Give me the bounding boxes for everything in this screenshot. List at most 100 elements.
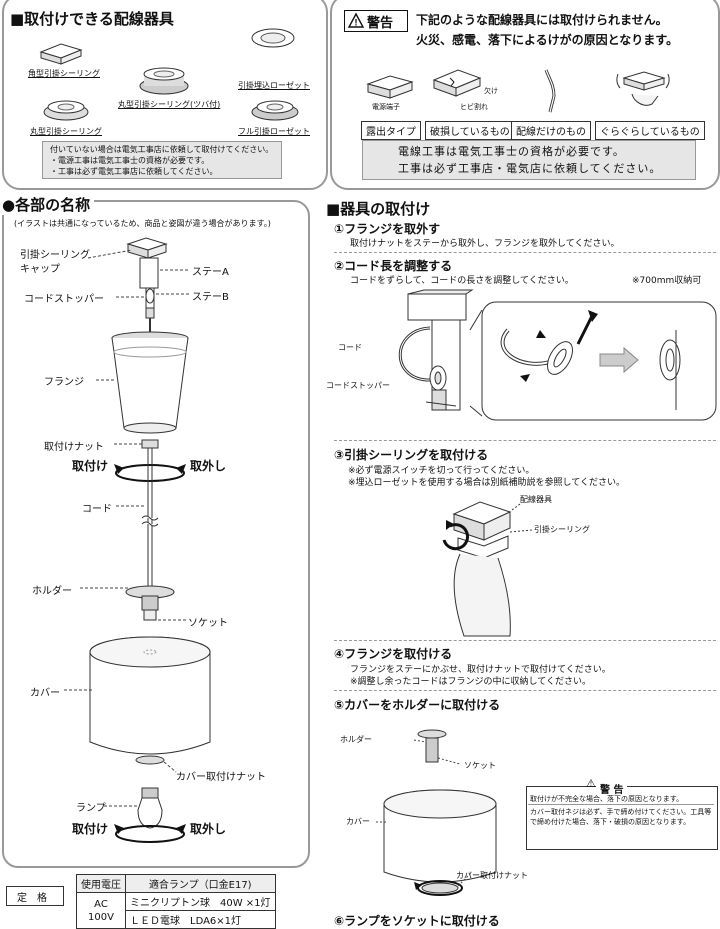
warning-note-box bbox=[362, 140, 696, 180]
spec-label: 定 格 bbox=[6, 886, 64, 906]
warning-badge-text: 警告 bbox=[367, 16, 394, 31]
step-5-label-cover: カバー bbox=[346, 817, 370, 826]
step-5-label-cover-nut: カバー取付けナット bbox=[456, 871, 528, 880]
fixtures-note-3: ・工事は必ず電気工事店に依頼してください。 bbox=[50, 167, 218, 176]
label-flange: フランジ bbox=[44, 377, 84, 388]
step-5-warning-line bbox=[528, 804, 714, 805]
ceiling-attach-illustration bbox=[442, 501, 533, 637]
warning-tag-1: 露出タイプ bbox=[361, 121, 421, 140]
label-nut: 取付けナット bbox=[44, 442, 104, 453]
label-socket: ソケット bbox=[188, 618, 228, 629]
warning-tag-4: ぐらぐらしているもの bbox=[595, 121, 705, 140]
svg-text:!: ! bbox=[355, 18, 358, 28]
step-5-label-holder: ホルダー bbox=[340, 735, 372, 744]
install-title: ■器具の取付け bbox=[326, 200, 431, 218]
divider-3 bbox=[334, 640, 716, 641]
step-3-title: ③引掛シーリングを取付ける bbox=[334, 448, 489, 462]
exposed-type-illustration bbox=[366, 75, 414, 99]
spec-voltage-1: AC bbox=[94, 898, 108, 910]
warning-triangle-icon: ! bbox=[347, 12, 365, 28]
step-2-label-stopper: コードストッパー bbox=[326, 381, 390, 390]
step-5-warning-icon: ⚠ bbox=[586, 777, 596, 790]
spec-lamp-1: ミニクリプトン球 40W ×1灯 bbox=[125, 892, 276, 911]
parts-assembly-illustration bbox=[64, 237, 211, 843]
spec-header-voltage: 使用電圧 bbox=[76, 874, 126, 893]
divider-1 bbox=[334, 252, 716, 253]
step-5-title: ⑤カバーをホルダーに取付ける bbox=[334, 698, 501, 712]
warning-text-2: 火災、感電、落下によるけがの原因となります。 bbox=[416, 33, 679, 47]
label-attach-2: 取付け bbox=[72, 822, 109, 836]
warning-badge: ! 警告 bbox=[344, 10, 408, 32]
label-cover: カバー bbox=[30, 688, 60, 699]
warning-note-2: 工事は必ず工事店・電気店に依頼してください。 bbox=[398, 162, 662, 175]
fixture-label-2: 丸型引掛シーリング(ツバ付) bbox=[118, 100, 221, 109]
step-5-label-socket: ソケット bbox=[464, 761, 496, 770]
warning-tag-3: 配線だけのもの bbox=[511, 121, 591, 140]
step-5-warning-title-wrap: ⚠ 警 告 bbox=[586, 777, 628, 796]
step-1-title: ①フランジを取外す bbox=[334, 222, 441, 236]
step-4-desc-1: フランジをステーにかぶせ、取付けナットで取付けてください。 bbox=[350, 665, 611, 675]
step-2-label-cord: コード bbox=[338, 343, 362, 352]
spec-header-lamp: 適合ランプ（口金E17) bbox=[125, 874, 276, 893]
step-3-label-fixture: 配線器具 bbox=[520, 495, 552, 504]
fixtures-title: ■取付けできる配線器具 bbox=[10, 10, 174, 28]
spec-lamp-2: ＬＥＤ電球 LDA6×1灯 bbox=[125, 910, 276, 929]
fixtures-note-2: ・電源工事は電気工事士の資格が必要です。 bbox=[50, 156, 210, 165]
warning-part-label-3: ヒビ割れ bbox=[460, 103, 488, 111]
embedded-rosette-illustration bbox=[251, 28, 295, 48]
fixture-label-1: 角型引掛シーリング bbox=[28, 69, 100, 78]
step-2-title: ②コード長を調整する bbox=[334, 259, 453, 273]
wobbly-fixture-illustration bbox=[616, 71, 670, 106]
step-4-title: ④フランジを取付ける bbox=[334, 647, 453, 661]
parts-subtitle: (イラストは共通になっているため、商品と姿図が違う場合があります。) bbox=[14, 219, 271, 228]
label-attach: 取付け bbox=[72, 459, 109, 473]
spec-voltage-cell: AC 100V bbox=[76, 892, 126, 929]
step-3-label-ceiling: 引掛シーリング bbox=[534, 525, 590, 534]
step-3-note-1: ※必ず電源スイッチを切って行ってください。 bbox=[348, 466, 535, 476]
fixtures-note-box bbox=[42, 141, 282, 179]
warning-text-1: 下記のような配線器具には取付けられません。 bbox=[416, 13, 668, 27]
step-2-note: ※700mm収納可 bbox=[632, 276, 702, 286]
fixtures-note-1: 付いていない場合は電気工事店に依頼して取付けてください。 bbox=[50, 145, 274, 154]
label-cover-nut: カバー取付けナット bbox=[176, 772, 266, 783]
warning-part-label-2: 欠け bbox=[484, 87, 498, 95]
cord-adjust-illustration bbox=[398, 289, 717, 421]
label-cap-1: 引掛シーリング bbox=[20, 250, 90, 261]
wire-only-illustration bbox=[544, 69, 556, 113]
full-rosette-illustration bbox=[251, 100, 299, 121]
square-ceiling-illustration bbox=[39, 43, 83, 65]
label-remove: 取外し bbox=[190, 459, 227, 473]
warning-tag-2: 破損しているもの bbox=[425, 121, 515, 140]
broken-fixture-illustration bbox=[432, 69, 482, 97]
fixture-label-3: 引掛埋込ローゼット bbox=[238, 81, 310, 90]
step-3-note-2: ※埋込ローゼットを使用する場合は別紙補助説を参照してください。 bbox=[348, 478, 626, 488]
step-4-desc-2: ※調整し余ったコードはフランジの中に収納してください。 bbox=[350, 677, 592, 687]
label-stay-b: ステーB bbox=[192, 292, 229, 303]
fixture-label-4: 丸型引掛シーリング bbox=[30, 127, 102, 136]
warning-note-1: 電線工事は電気工事士の資格が必要です。 bbox=[398, 145, 625, 158]
fixture-label-5: フル引掛ローゼット bbox=[238, 127, 310, 136]
cover-attach-illustration bbox=[376, 729, 497, 896]
spec-label-text: 定 格 bbox=[17, 893, 47, 904]
step-1-desc: 取付けナットをステーから取外し、フランジを取外してください。 bbox=[350, 239, 620, 249]
step-5-warning-title: 警 告 bbox=[600, 785, 624, 796]
label-cord: コード bbox=[82, 504, 112, 515]
warning-part-label-1: 電源端子 bbox=[372, 103, 400, 111]
step-2-desc: コードをずらして、コードの長さを調整してください。 bbox=[350, 276, 574, 286]
step-5-warning-1: 取付けが不完全な場合、落下の原因となります。 bbox=[530, 795, 684, 803]
round-ceiling-illustration bbox=[43, 100, 89, 121]
step-6-title: ⑥ランプをソケットに取付ける bbox=[334, 914, 500, 928]
label-lamp: ランプ bbox=[76, 803, 106, 814]
round-flange-ceiling-illustration bbox=[139, 67, 189, 95]
label-stay-a: ステーA bbox=[192, 267, 229, 278]
spec-voltage-2: 100V bbox=[88, 911, 114, 923]
step-5-warning-2: カバー取付ネジは必ず、手で締め付けてください。工具等で締め付けた場合、落下・破損… bbox=[530, 808, 712, 826]
label-holder: ホルダー bbox=[32, 586, 72, 597]
divider-2 bbox=[334, 440, 716, 441]
divider-4 bbox=[334, 690, 716, 691]
step-5-warning-box bbox=[526, 786, 718, 850]
label-cap-2: キャップ bbox=[20, 264, 60, 275]
label-remove-2: 取外し bbox=[190, 822, 227, 836]
parts-title: ●各部の名称 bbox=[2, 194, 95, 215]
spec-table: 使用電圧 適合ランプ（口金E17) AC 100V ミニクリプトン球 40W ×… bbox=[76, 874, 276, 929]
